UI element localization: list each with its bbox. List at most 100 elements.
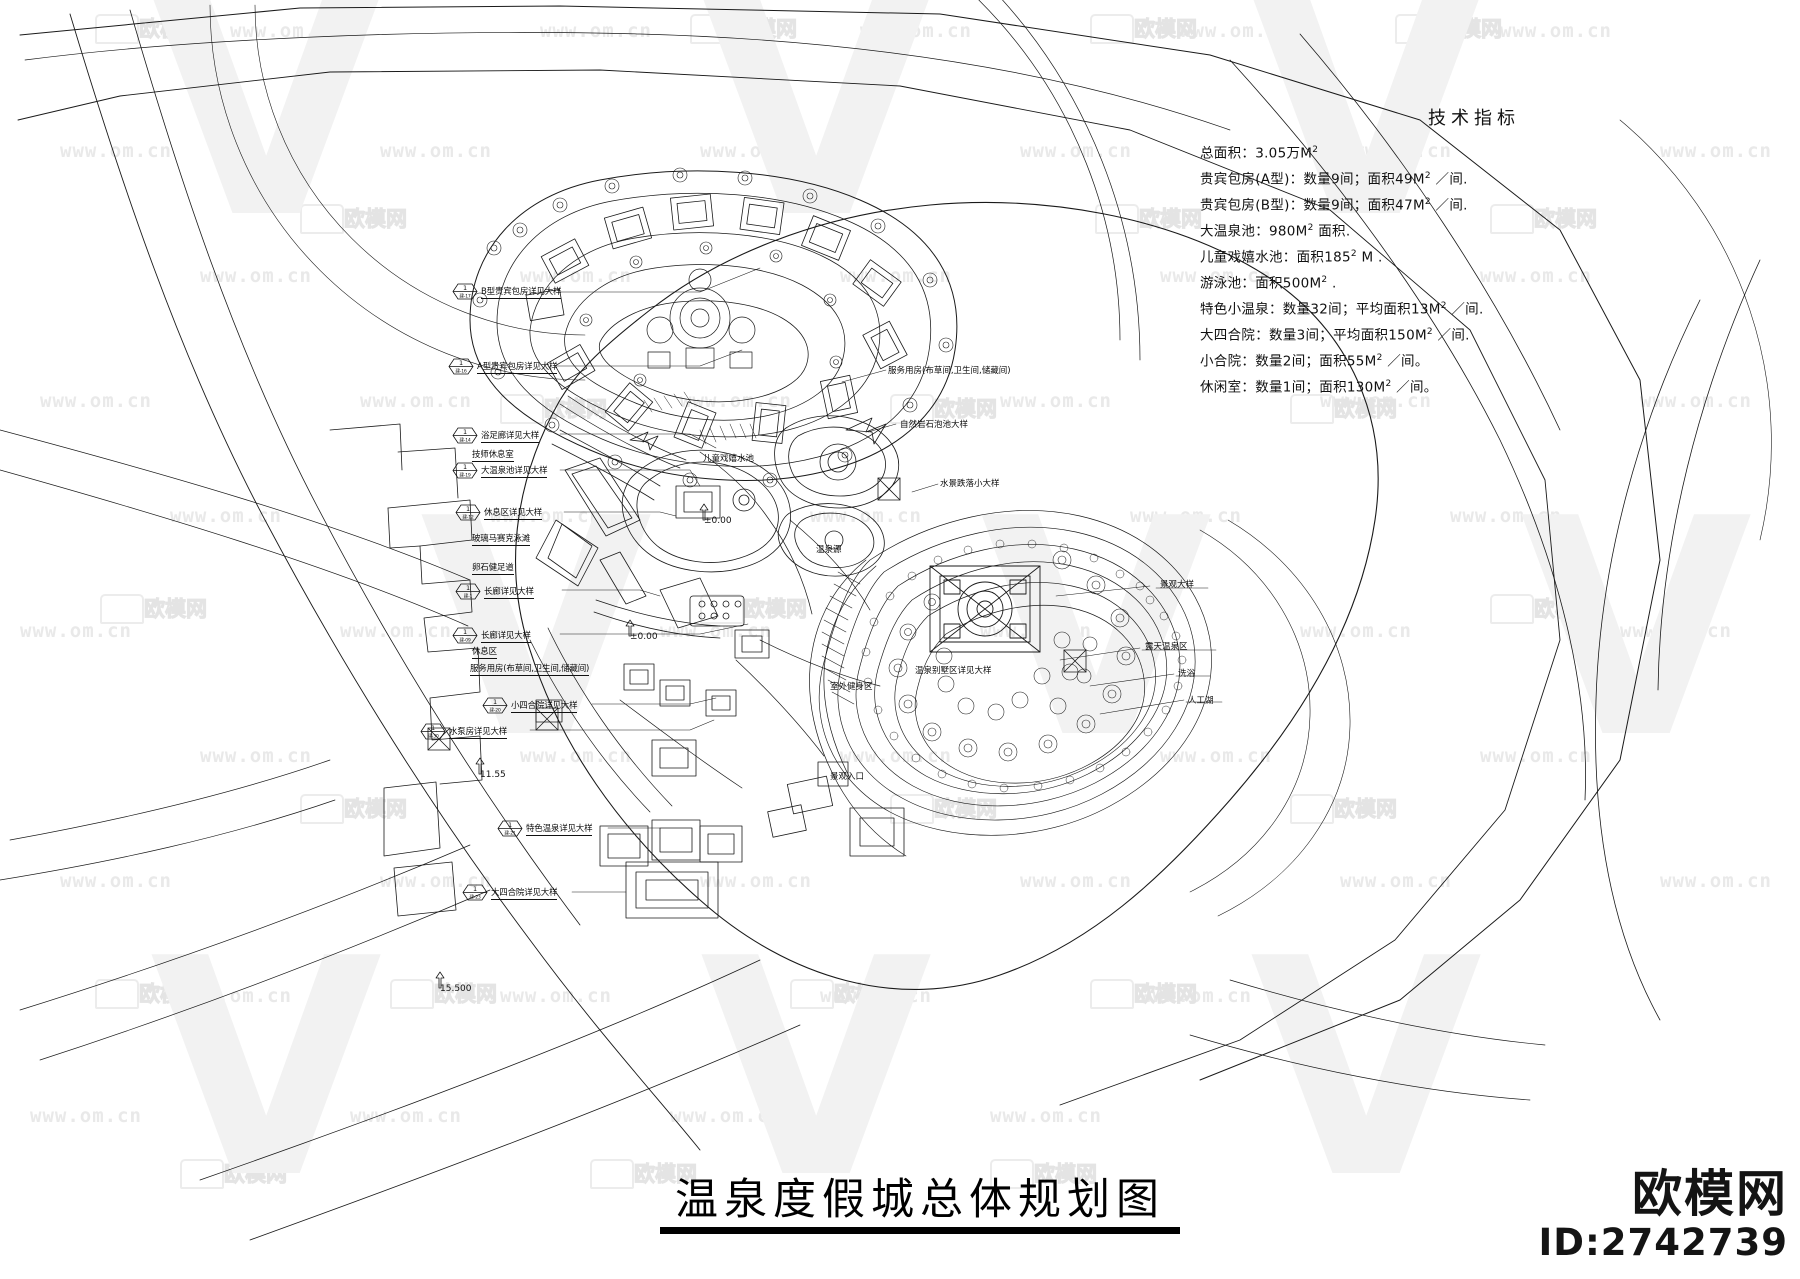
watermark-brand-text: 欧模网 [144,597,208,622]
watermark-brand-text: 欧模网 [1439,17,1503,42]
watermark-brand-text: 欧模网 [1534,207,1598,232]
watermark-logo: 欧模网 [990,1155,1118,1189]
watermark-brand-text: 欧模网 [744,597,808,622]
callout-text: 特色温泉详见大样 [526,823,593,836]
elevation-mark: 15.500 [440,984,472,994]
sofa-icon [790,979,834,1009]
sofa-icon [690,14,734,44]
sofa-icon [990,1159,1034,1189]
callout-text: 长廊详见大样 [481,630,531,643]
tech-spec-title: 技术指标 [1428,108,1520,129]
plan-zone-label: 景观大样 [1160,580,1195,590]
sofa-icon [180,1159,224,1189]
watermark-url: www.om.cn [520,745,632,767]
watermark-logo: 欧模网 [790,975,918,1009]
callout-text: B型贵宾包房详见大样 [481,286,562,299]
title-underline [660,1227,1180,1235]
watermark-url: www.om.cn [360,390,472,412]
callout-text: 水泵房详见大样 [449,726,508,739]
watermark-brand-text: 欧模网 [344,797,408,822]
svg-text:1: 1 [463,463,467,471]
watermark-brand-text: 欧模网 [1334,797,1398,822]
watermark-shape: V [1250,0,1483,284]
watermark-url: www.om.cn [840,745,952,767]
watermark-url: www.om.cn [500,985,612,1007]
sofa-icon [95,14,139,44]
svg-text:建-20: 建-20 [489,706,501,713]
watermark-url: www.om.cn [700,140,812,162]
plan-annotation-label: 技师休息室 [472,450,514,462]
callout-text: A型贵宾包房详见大样 [477,361,558,374]
watermark-url: www.om.cn [1130,505,1242,527]
svg-text:建-09: 建-09 [459,636,471,643]
sofa-icon [95,979,139,1009]
sofa-icon [1290,394,1334,424]
watermark-url: www.om.cn [1340,870,1452,892]
svg-text:1: 1 [466,505,470,513]
callout-text: 小四合院详见大样 [511,700,578,713]
watermark-logo: 欧模网 [390,975,518,1009]
watermark-url: www.om.cn [380,140,492,162]
watermark-url: www.om.cn [380,870,492,892]
elevation-mark: 11.55 [480,770,506,780]
sofa-icon [700,594,744,624]
svg-text:1: 1 [473,885,477,893]
watermark-url: www.om.cn [1640,390,1752,412]
watermark-url: www.om.cn [1620,620,1732,642]
svg-text:1: 1 [431,724,435,732]
tech-spec-line: 特色小温泉：数量32间；平均面积13M2 ／间. [1200,301,1484,318]
watermark-url: www.om.cn [1340,140,1452,162]
svg-text:建-17: 建-17 [459,292,471,299]
svg-text:建-23: 建-23 [469,893,481,900]
tech-spec-line: 贵宾包房(A型)：数量9间；面积49M2 ／间. [1200,171,1468,188]
plan-zone-label: 景观入口 [830,772,865,782]
watermark-url: www.om.cn [1500,20,1612,42]
watermark-url: www.om.cn [670,1105,782,1127]
watermark-shape: V [150,895,383,1244]
tech-spec-line: 总面积：3.05万M2 [1200,145,1319,162]
tech-spec-line: 小合院：数量2间；面积55M2 ／间。 [1200,353,1429,370]
watermark-brand-text: 欧模网 [734,17,798,42]
tech-spec-list: 总面积：3.05万M2 贵宾包房(A型)：数量9间；面积49M2 ／间. 贵宾包房(… [1200,146,1670,395]
watermark-url: www.om.cn [180,985,292,1007]
plan-annotation-label: 卵石健足道 [472,563,514,575]
watermark-brand-text: 欧模网 [1534,597,1598,622]
watermark-brand-text: 欧模网 [834,982,898,1007]
watermark-shape: V [700,0,933,284]
watermark-url: www.om.cn [200,745,312,767]
watermark-url: www.om.cn [1660,870,1772,892]
svg-text:建-21: 建-21 [504,829,516,836]
tech-spec-line: 贵宾包房(B型)：数量9间；面积47M2 ／间. [1200,197,1468,214]
elevation-mark: ±0.00 [630,632,658,642]
sofa-icon [590,1159,634,1189]
watermark-url: www.om.cn [40,390,152,412]
callout-text: 大温泉池详见大样 [481,465,548,478]
watermark-url: www.om.cn [820,985,932,1007]
watermark-url: www.om.cn [200,265,312,287]
svg-text:1: 1 [508,821,512,829]
watermark-logo: 欧模网 [1090,975,1218,1009]
technical-specification-block: 技术指标 总面积：3.05万M2 贵宾包房(A型)：数量9间；面积49M2 ／间.… [1200,104,1670,406]
watermark-logo: 欧模网 [1395,10,1523,44]
watermark-brand-text: 欧模网 [1134,17,1198,42]
watermark-url: www.om.cn [860,20,972,42]
watermark-logo: 欧模网 [300,790,428,824]
watermark-url: www.om.cn [350,1105,462,1127]
svg-text:1: 1 [463,284,467,292]
watermark-logo: 欧模网 [590,1155,718,1189]
watermark-brand-text: 欧模网 [1034,1162,1098,1187]
sofa-icon [890,794,934,824]
watermark-logo: 欧模网 [300,200,428,234]
watermark-logo: 欧模网 [1490,200,1618,234]
